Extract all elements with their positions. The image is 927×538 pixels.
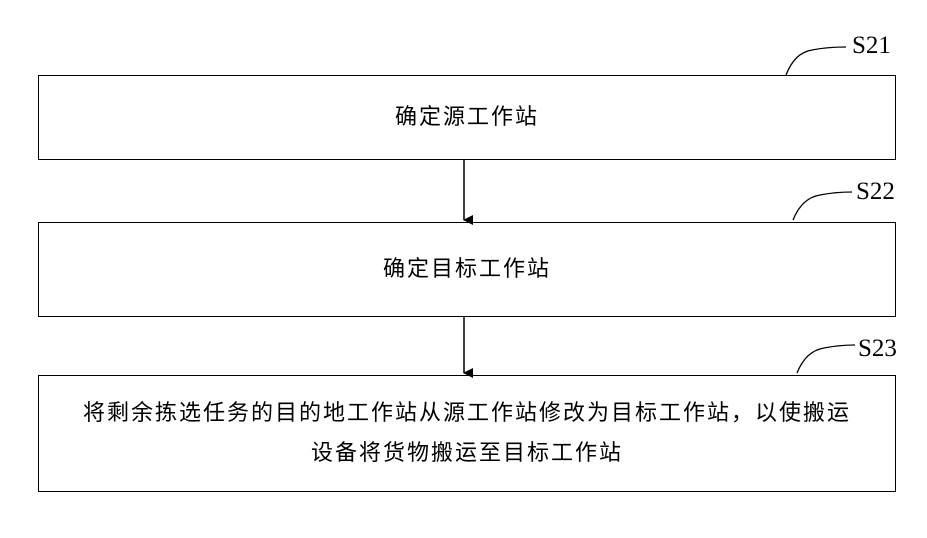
leader-curve-s23 <box>797 345 855 373</box>
leader-curve-s22 <box>793 192 852 220</box>
step-text-s22: 确定目标工作站 <box>383 250 551 290</box>
step-box-s23: 将剩余拣选任务的目的地工作站从源工作站修改为目标工作站，以使搬运设备将货物搬运至… <box>38 375 896 492</box>
step-text-s21: 确定源工作站 <box>395 98 539 138</box>
step-label-s21: S21 <box>852 33 891 58</box>
step-text-s23: 将剩余拣选任务的目的地工作站从源工作站修改为目标工作站，以使搬运设备将货物搬运至… <box>77 394 857 474</box>
step-box-s22: 确定目标工作站 <box>38 222 896 317</box>
step-box-s21: 确定源工作站 <box>38 75 896 160</box>
step-label-s22: S22 <box>856 179 895 204</box>
leader-curve-s21 <box>786 47 846 75</box>
step-label-s23: S23 <box>858 336 897 361</box>
